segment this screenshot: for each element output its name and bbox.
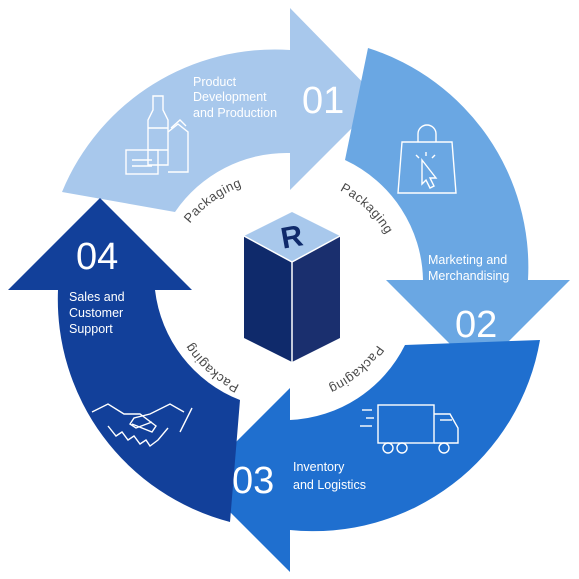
step-03-arrow [198, 340, 540, 572]
step-04-title-line-2: Customer [69, 306, 123, 320]
shopping-bag-icon [397, 124, 457, 194]
step-03-title-line-1: Inventory [293, 460, 345, 474]
cube-right-face [292, 236, 340, 362]
step-03-number: 03 [232, 460, 274, 502]
step-04-segment: 04 Sales and Customer Support [8, 198, 240, 522]
step-01-number: 01 [302, 80, 344, 122]
step-04-arrow [8, 198, 240, 522]
cube-left-face [244, 236, 292, 362]
step-03-segment: 03 Inventory and Logistics [198, 340, 540, 572]
center-cube-logo: R [243, 212, 341, 362]
truck-icon [360, 404, 459, 454]
step-02-title-line-1: Marketing and [428, 253, 507, 267]
step-04-title-line-1: Sales and [69, 290, 125, 304]
step-03-title-line-2: and Logistics [293, 478, 366, 492]
handshake-icon [83, 403, 193, 448]
step-04-title-line-3: Support [69, 322, 113, 336]
step-02-segment: 02 Marketing and Merchandising [345, 48, 570, 372]
step-01-arrow [62, 8, 380, 212]
bottles-icon [125, 95, 189, 175]
step-01-title-line-1: Product [193, 75, 237, 89]
step-01-segment: 01 Product Development and Production [62, 8, 380, 212]
step-02-arrow [345, 48, 570, 372]
step-04-number: 04 [76, 236, 118, 278]
step-01-title-line-3: and Production [193, 106, 277, 120]
step-02-number: 02 [455, 304, 497, 346]
step-01-title-line-2: Development [193, 90, 267, 104]
step-02-title-line-2: Merchandising [428, 269, 509, 283]
cube-top-face [244, 212, 340, 262]
